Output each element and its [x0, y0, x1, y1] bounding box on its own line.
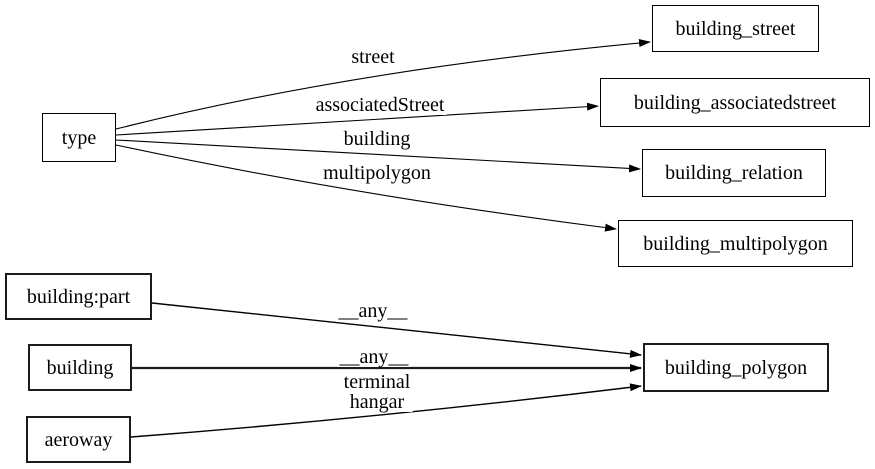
edge-label-any-building: __any__ — [337, 346, 411, 368]
node-building-polygon: building_polygon — [643, 343, 829, 392]
edge-label-multipolygon: multipolygon — [321, 162, 433, 184]
node-building-street-label: building_street — [675, 17, 796, 40]
node-building-street: building_street — [652, 5, 819, 52]
edge-type-building-relation — [115, 139, 641, 173]
node-type: type — [42, 113, 116, 162]
node-building-polygon-label: building_polygon — [664, 356, 808, 379]
edge-aeroway-building-polygon — [130, 383, 642, 438]
node-building-associatedstreet: building_associatedstreet — [600, 78, 870, 127]
edge-label-street: street — [349, 46, 397, 68]
edge-label-building: building — [341, 128, 413, 150]
edge-type-building-associatedstreet — [115, 102, 599, 136]
node-building-part-label: building:part — [26, 285, 131, 308]
node-aeroway: aeroway — [26, 416, 131, 463]
edge-label-any-buildingpart: __any__ — [336, 300, 410, 322]
edge-type-building-street — [115, 39, 651, 130]
node-building-label: building — [46, 356, 114, 379]
node-building-multipolygon: building_multipolygon — [618, 220, 853, 267]
edge-label-terminal-hangar: terminal hangar — [341, 371, 413, 413]
edge-type-building-multipolygon — [115, 144, 617, 232]
edge-buildingpart-building-polygon — [151, 302, 642, 358]
node-building-part: building:part — [5, 273, 152, 320]
node-building-multipolygon-label: building_multipolygon — [643, 232, 828, 255]
node-aeroway-label: aeroway — [44, 428, 113, 451]
node-building-relation-label: building_relation — [665, 162, 803, 184]
node-building: building — [28, 344, 132, 391]
node-building-relation: building_relation — [642, 149, 826, 197]
node-type-label: type — [61, 126, 97, 149]
node-building-associatedstreet-label: building_associatedstreet — [633, 91, 837, 114]
edge-label-associatedstreet: associatedStreet — [313, 94, 447, 116]
